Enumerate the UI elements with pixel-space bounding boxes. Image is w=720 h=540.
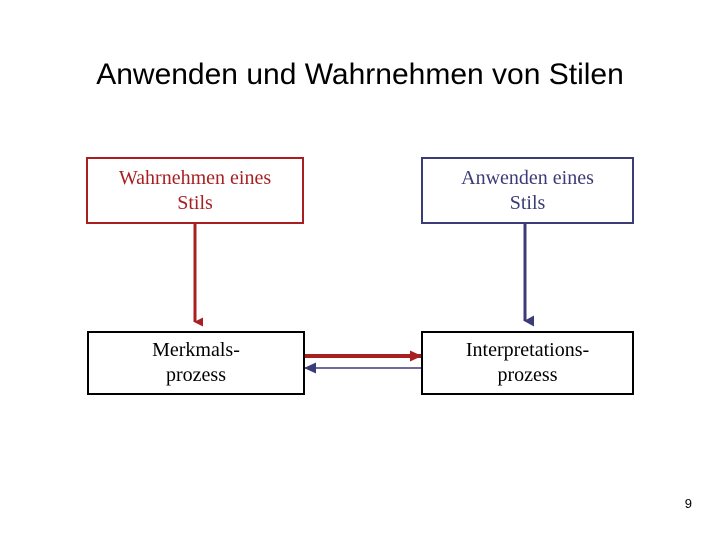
box-anwenden-eines-stils-label: Anwenden eines Stils	[461, 166, 594, 214]
box-interpretationsprozess-label: Interpretations- prozess	[465, 339, 590, 386]
box-wahrnehmen-eines-stils-label: Wahrnehmen eines Stils	[118, 166, 272, 214]
page-title: Anwenden und Wahrnehmen von Stilen	[96, 58, 624, 91]
box-interpretationsprozess[interactable]: Interpretations- prozess	[421, 331, 634, 395]
page-number: 9	[684, 496, 692, 511]
box-merkmalsprozess[interactable]: Merkmals- prozess	[87, 331, 305, 395]
box-wahrnehmen-eines-stils[interactable]: Wahrnehmen eines Stils	[86, 157, 304, 224]
box-anwenden-eines-stils[interactable]: Anwenden eines Stils	[421, 157, 634, 224]
box-merkmalsprozess-label: Merkmals- prozess	[152, 339, 240, 386]
